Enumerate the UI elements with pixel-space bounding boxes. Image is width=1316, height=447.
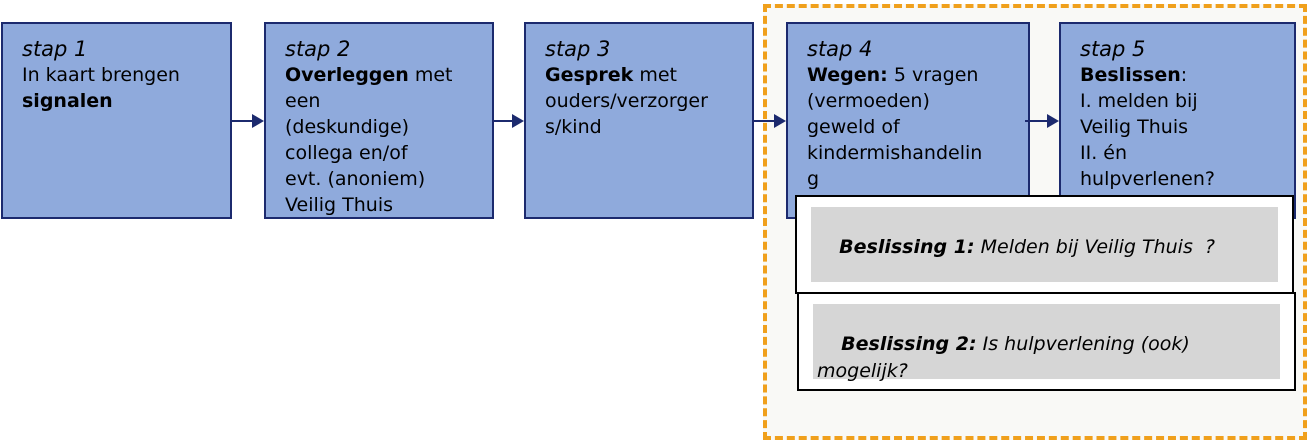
step-4-text: Wegen: 5 vragen (vermoeden) geweld of ki…	[807, 62, 1018, 192]
step-1-text-part: In kaart brengen	[22, 64, 180, 86]
step-2-text-part: met een (deskundige) collega en/of evt. …	[285, 64, 453, 216]
step-4-text-part: 5 vragen (vermoeden) geweld of kindermis…	[807, 64, 983, 190]
step-3-text-part: met ouders/verzorger s/kind	[545, 64, 708, 138]
step-5-title: stap 5	[1080, 37, 1146, 61]
step-4-text-part: Wegen:	[807, 64, 888, 86]
step-1-text-part: signalen	[22, 90, 113, 112]
arrow-4-to-5	[1025, 114, 1059, 128]
arrow-3-to-4	[754, 114, 786, 128]
decision-1-label: Beslissing 1:	[839, 236, 975, 258]
arrow-2-to-3	[494, 114, 524, 128]
decision-1-box: Beslissing 1: Melden bij Veilig Thuis ?	[795, 195, 1294, 294]
step-3-box: stap 3 Gesprek met ouders/verzorger s/ki…	[524, 22, 754, 219]
step-5-text: Beslissen: I. melden bij Veilig Thuis II…	[1080, 62, 1284, 192]
decision-2-box: Beslissing 2: Is hulpverlening (ook) mog…	[797, 292, 1296, 391]
step-5-text-part: : I. melden bij Veilig Thuis II. én hulp…	[1080, 64, 1215, 190]
decision-2-question: Is hulpverlening (ook) mogelijk?	[817, 333, 1190, 382]
decision-1-question: Melden bij Veilig Thuis ?	[974, 236, 1216, 258]
decision-1-text: Beslissing 1: Melden bij Veilig Thuis ?	[811, 207, 1278, 282]
step-4-box: stap 4 Wegen: 5 vragen (vermoeden) gewel…	[786, 22, 1030, 219]
decision-2-text: Beslissing 2: Is hulpverlening (ook) mog…	[813, 304, 1280, 382]
step-3-text-part: Gesprek	[545, 64, 634, 86]
step-3-text: Gesprek met ouders/verzorger s/kind	[545, 62, 742, 140]
step-2-title: stap 2	[285, 37, 351, 61]
arrow-1-to-2	[232, 114, 264, 128]
step-1-box: stap 1 In kaart brengen signalen	[1, 22, 232, 219]
step-2-text-part: Overleggen	[285, 64, 409, 86]
step-3-title: stap 3	[545, 37, 611, 61]
step-1-text: In kaart brengen signalen	[22, 62, 220, 114]
step-2-box: stap 2 Overleggen met een (deskundige) c…	[264, 22, 494, 219]
step-5-box: stap 5 Beslissen: I. melden bij Veilig T…	[1059, 22, 1296, 219]
step-2-text: Overleggen met een (deskundige) collega …	[285, 62, 482, 217]
step-4-title: stap 4	[807, 37, 873, 61]
decision-2-label: Beslissing 2:	[841, 333, 977, 355]
step-5-text-part: Beslissen	[1080, 64, 1181, 86]
step-1-title: stap 1	[22, 37, 88, 61]
